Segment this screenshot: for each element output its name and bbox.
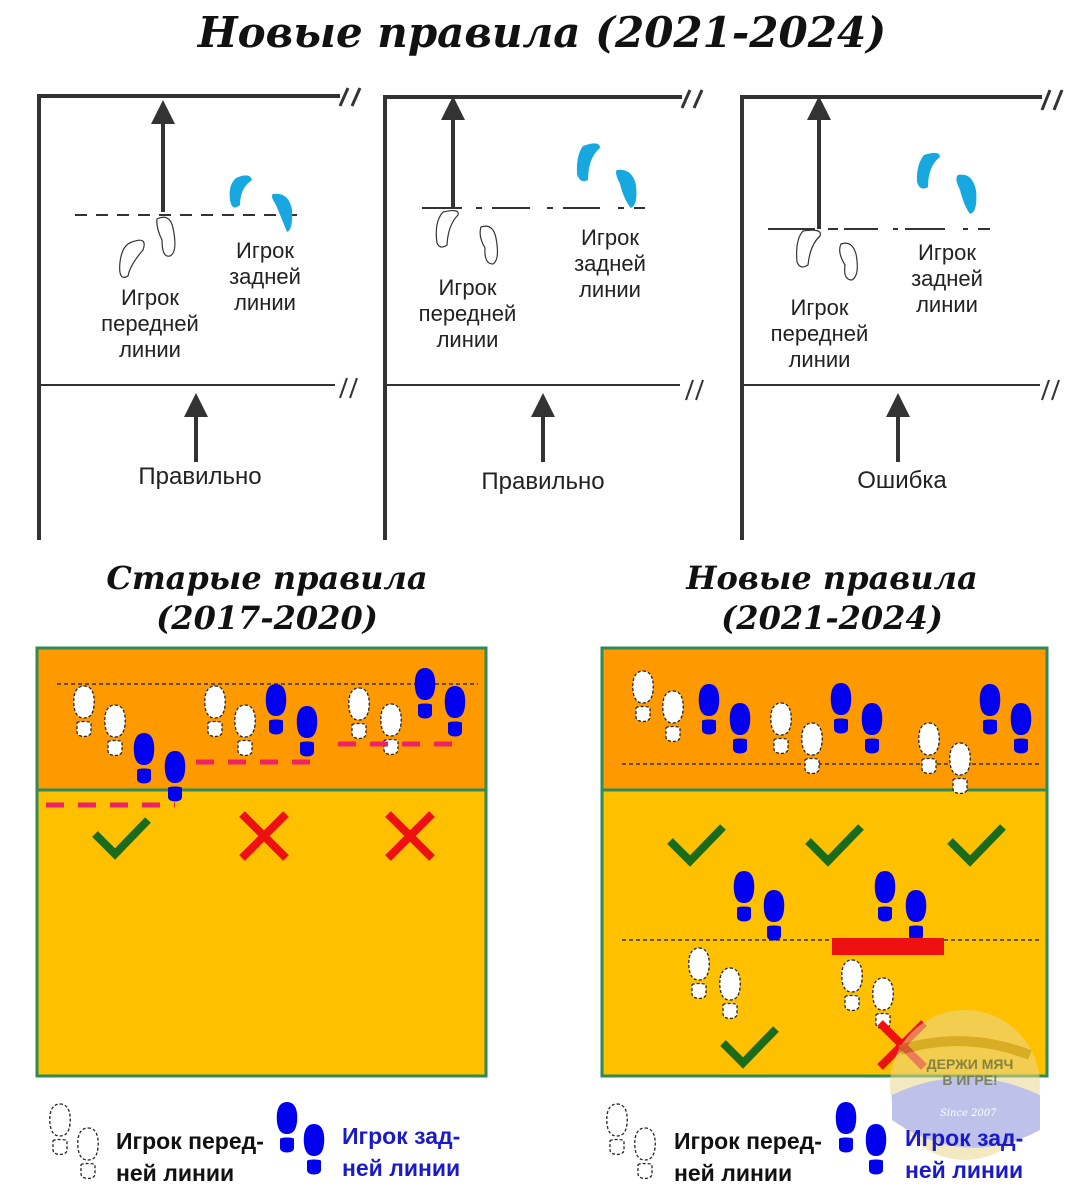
watermark-since: Since 2007 [940,1108,997,1119]
front-player-label-1: Игрок передней линии [95,285,205,363]
back-player-label-2: Игрок задней линии [555,225,665,303]
label-line: линии [234,290,296,315]
front-player-label-3: Игрок передней линии [762,295,877,373]
back-foot-left [576,143,600,182]
back-foot-right [272,193,293,232]
front-player-shoe [662,690,684,743]
court-border [600,646,1049,1078]
label-line: Игрок [918,240,976,265]
label-line: передней [770,321,869,346]
watermark-logo [890,1010,1040,1160]
legend-line: Игрок перед- [116,1128,264,1154]
front-player-legend-shoe [606,1103,628,1156]
label-line: Игрок [790,295,849,320]
front-player-shoe [841,959,863,1012]
label-line: Игрок [236,238,294,263]
front-player-legend-shoe [77,1127,99,1180]
label-line: линии [579,277,641,302]
front-player-legend-shoe [634,1127,656,1180]
main-title: Новые правила (2021-2024) [197,8,887,57]
top-panel-1 [37,87,362,540]
label-line: Игрок [438,275,497,300]
watermark-line: ДЕРЖИ МЯЧ [926,1056,1014,1072]
front-player-shoe [380,703,402,756]
back-foot-left [916,152,940,189]
verdict-3: Ошибка [857,467,947,494]
old-rules-court [35,646,488,1078]
label-line: линии [788,347,851,372]
label-line: передней [101,311,199,336]
label-line: линии [436,327,499,352]
front-player-shoe [949,742,971,795]
back-player-legend-shoe [865,1124,887,1175]
violation-bar [832,938,944,955]
new-rules-title: Новые правила (2021-2024) [597,558,1067,638]
front-foot-right [479,225,499,265]
title-line: (2017-2020) [156,599,378,637]
new-rules-court [600,646,1049,1078]
front-player-shoe [801,722,823,775]
legend-line: Игрок зад- [342,1123,461,1149]
court-border [35,646,488,1078]
front-player-shoe [73,685,95,738]
back-player-legend-shoe [835,1102,857,1153]
title-line: (2021-2024) [721,599,943,637]
legend-line: ней линии [905,1157,1024,1183]
legend-line: ней линии [116,1160,235,1186]
front-player-shoe [770,702,792,755]
front-foot-right [839,242,858,281]
back-player-label-1: Игрок задней линии [210,238,320,316]
front-player-legend-shoe [49,1103,71,1156]
front-player-shoe [632,670,654,723]
title-line: Старые правила [106,559,428,597]
top-panel-3 [740,89,1064,540]
front-foot-left [796,229,821,268]
front-player-shoe [918,722,940,775]
back-foot-left [229,175,252,208]
label-line: линии [916,292,978,317]
front-foot-left [119,239,145,278]
legend-back-player-old: Игрок зад- ней линии [342,1120,460,1184]
legend-line: Игрок зад- [905,1125,1024,1151]
front-player-shoe [104,704,126,757]
front-foot-right [156,216,176,257]
front-foot-left [435,209,459,248]
back-player-legend-shoe [276,1102,298,1153]
back-foot-right [616,169,637,208]
title-line: Новые правила [686,559,978,597]
label-line: задней [574,251,646,276]
legend-line: ней линии [674,1160,793,1186]
label-line: Игрок [581,225,639,250]
front-player-shoe [204,685,226,738]
verdict-2: Правильно [481,468,605,495]
top-diagrams [37,87,1064,540]
label-line: Игрок [121,285,179,310]
old-rules-title: Старые правила (2017-2020) [32,558,502,638]
back-foot-right [956,174,977,214]
legend-front-player-new: Игрок перед- ней линии [674,1125,822,1189]
front-player-label-2: Игрок передней линии [410,275,525,353]
label-line: задней [911,266,983,291]
label-line: линии [119,337,181,362]
legend-line: Игрок перед- [674,1128,822,1154]
legend-front-player-old: Игрок перед- ней линии [116,1125,264,1189]
front-player-shoe [348,687,370,740]
label-line: передней [418,301,517,326]
watermark-text: ДЕРЖИ МЯЧ В ИГРЕ! [915,1056,1025,1088]
front-player-shoe [719,967,741,1020]
label-line: задней [229,264,301,289]
front-player-shoe [688,947,710,1000]
back-player-label-3: Игрок задней линии [892,240,1002,318]
watermark-line: В ИГРЕ! [942,1072,998,1088]
legend-line: ней линии [342,1155,461,1181]
legend-back-player-new: Игрок зад- ней линии [905,1122,1023,1186]
front-player-shoe [234,704,256,757]
back-player-legend-shoe [303,1124,325,1175]
top-panel-2 [383,89,704,540]
verdict-1: Правильно [138,463,262,490]
